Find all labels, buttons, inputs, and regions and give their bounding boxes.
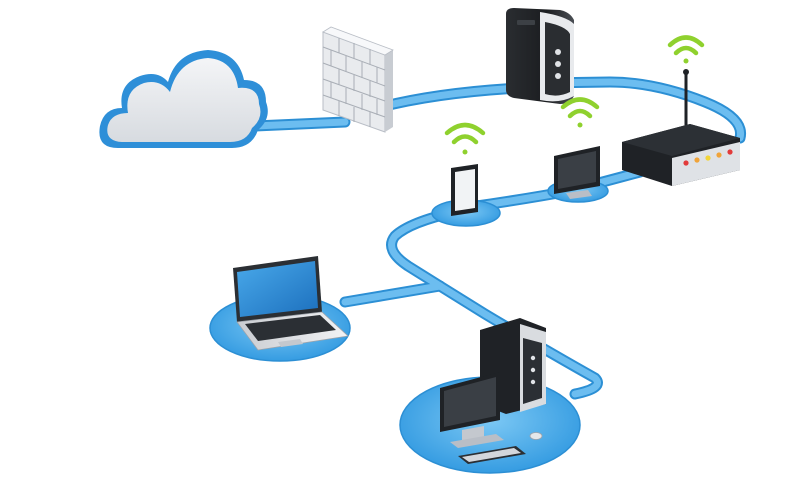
desktop-pc-icon [440, 318, 546, 464]
laptop-icon [233, 256, 349, 351]
cloud-icon [99, 50, 268, 148]
server-icon [506, 8, 574, 104]
firewall-icon [322, 26, 394, 133]
router-icon [622, 69, 740, 186]
tablet-icon [451, 164, 478, 216]
wifi-icons [444, 35, 705, 155]
wifi-icon-router [667, 35, 705, 64]
wifi-icon-tablet [444, 122, 486, 155]
wireless-monitor-icon [554, 146, 600, 199]
wifi-icon-monitor [560, 97, 600, 128]
